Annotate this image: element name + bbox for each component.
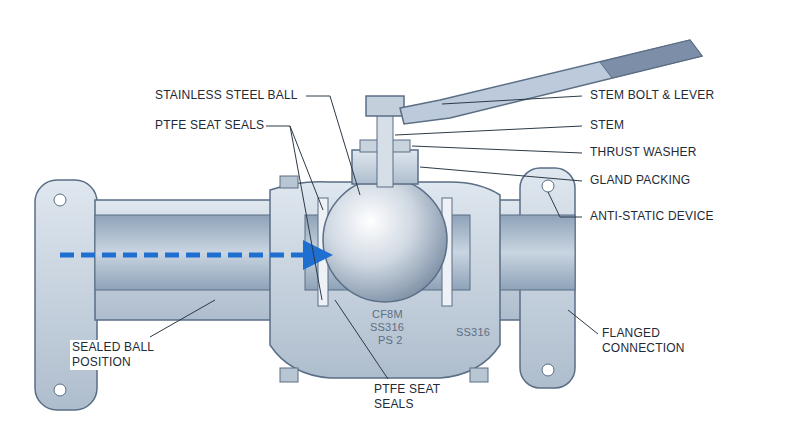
part-label: FLANGED CONNECTION [600,326,704,356]
part-label: STEM BOLT & LEVER [588,88,716,103]
body-marking: CF8M [372,308,403,321]
part-label: THRUST WASHER [588,145,699,160]
part-label: PTFE SEAT SEALS [372,382,456,412]
part-label: STEM [588,118,626,133]
body-marking: SS316 [370,321,404,334]
body-marking: SS316 [456,326,490,339]
part-label: STAINLESS STEEL BALL [153,88,300,103]
body-marking: PS 2 [378,334,403,347]
part-label: SEALED BALL POSITION [70,340,174,370]
part-label: PTFE SEAT SEALS [153,118,266,133]
part-label: ANTI-STATIC DEVICE [588,209,716,224]
part-label: GLAND PACKING [588,173,692,188]
